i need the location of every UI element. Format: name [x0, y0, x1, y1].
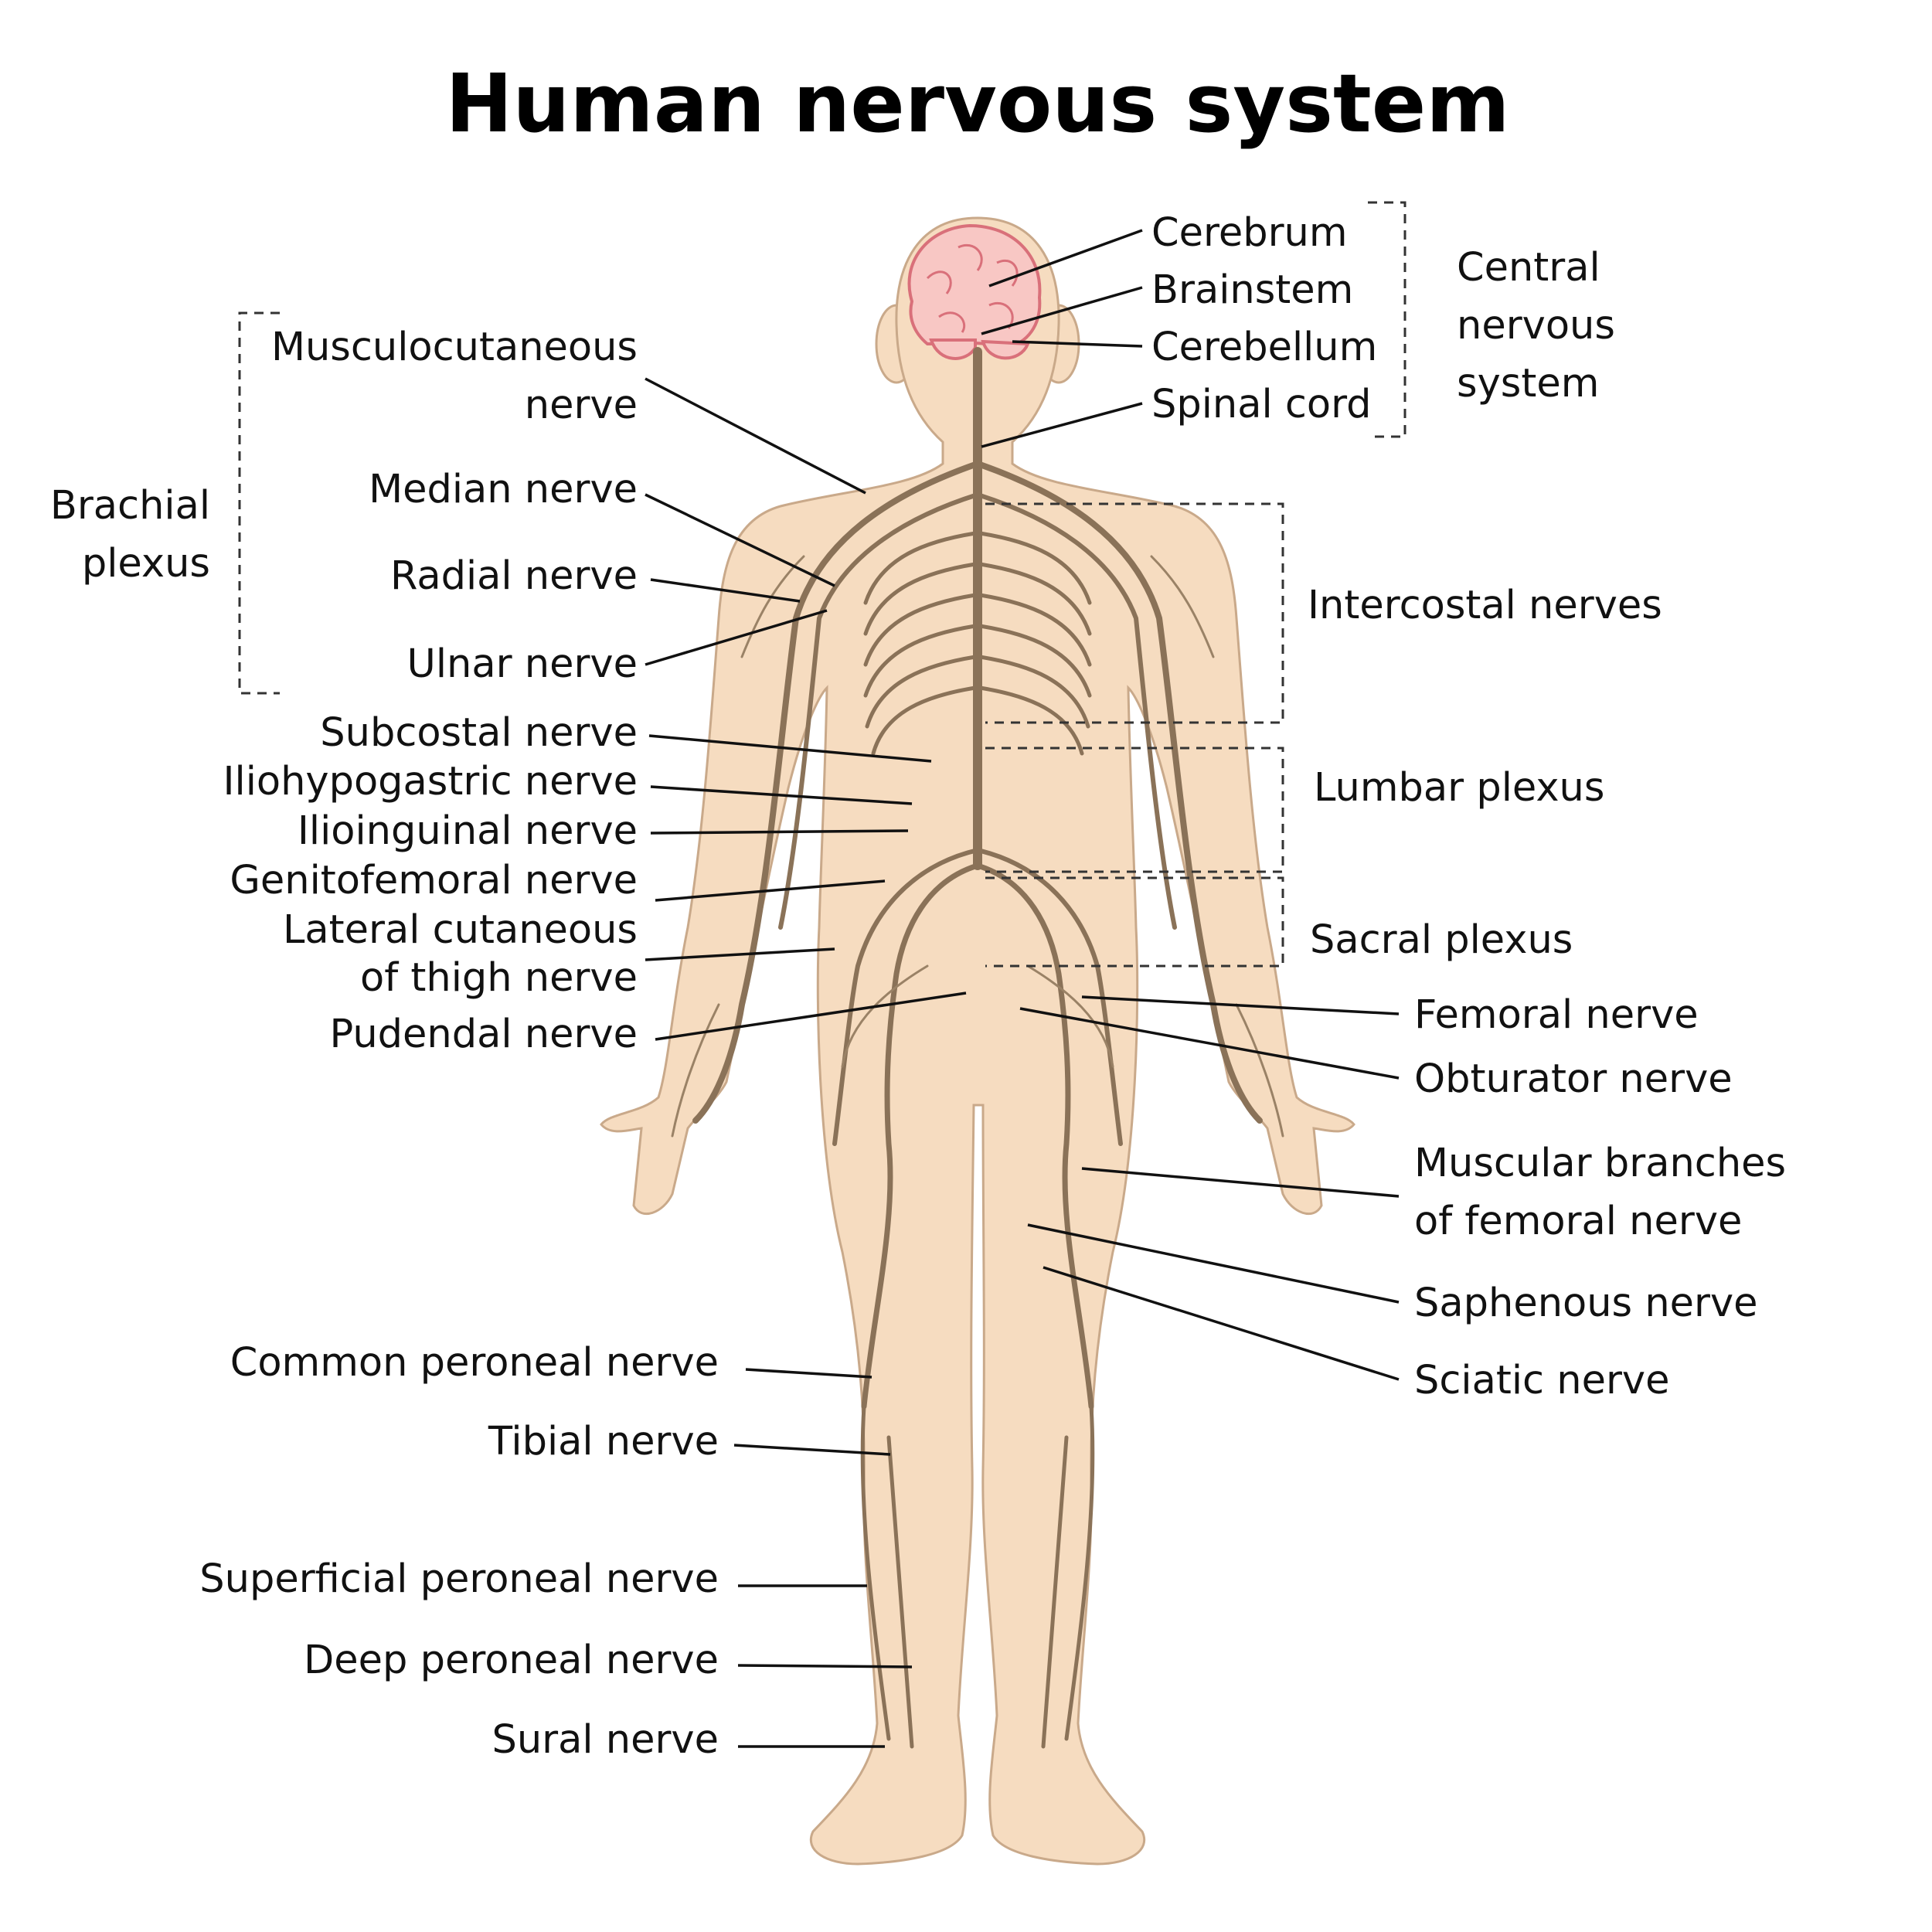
label-sural: Sural nerve — [492, 1717, 719, 1763]
label-lateral-cutaneous-line2: of thigh nerve — [360, 955, 638, 1001]
page-title: Human nervous system — [445, 56, 1509, 151]
leader-lines — [645, 229, 1400, 1748]
label-femoral: Femoral nerve — [1414, 992, 1699, 1038]
label-spinal-cord: Spinal cord — [1151, 382, 1372, 427]
lumbar-bracket — [985, 747, 1284, 873]
label-cerebellum: Cerebellum — [1151, 325, 1377, 370]
label-common-peroneal: Common peroneal nerve — [230, 1340, 719, 1386]
group-brachial-line2: plexus — [82, 541, 210, 587]
label-deep-peroneal: Deep peroneal nerve — [304, 1638, 719, 1683]
group-sacral: Sacral plexus — [1310, 917, 1573, 963]
label-brainstem: Brainstem — [1151, 267, 1353, 313]
label-musculocutaneous-line1: Musculocutaneous — [271, 325, 638, 370]
label-muscular-line1: Muscular branches — [1414, 1141, 1786, 1186]
label-radial: Radial nerve — [390, 553, 638, 599]
sciatic-shape — [861, 862, 1094, 1410]
label-saphenous: Saphenous nerve — [1414, 1281, 1758, 1326]
group-central-line3: system — [1457, 361, 1599, 406]
label-iliohypogastric: Iliohypogastric nerve — [223, 759, 638, 804]
right-labels: Cerebrum Brainstem Cerebellum Spinal cor… — [1151, 210, 1786, 1403]
label-cerebrum: Cerebrum — [1151, 210, 1348, 256]
body-silhouette — [600, 216, 1355, 1866]
group-brachial-line1: Brachial — [50, 483, 210, 529]
label-musculocutaneous-line2: nerve — [525, 383, 638, 428]
label-subcostal: Subcostal nerve — [320, 710, 638, 756]
label-superficial-peroneal: Superficial peroneal nerve — [199, 1556, 719, 1602]
label-ilioinguinal: Ilioinguinal nerve — [298, 808, 638, 854]
intercostal-arcs — [863, 531, 1092, 756]
brachial-bracket — [238, 311, 280, 695]
intercostal-bracket — [985, 502, 1284, 724]
left-labels: Brachial plexus Musculocutaneous nerve M… — [50, 325, 719, 1763]
label-pudendal: Pudendal nerve — [330, 1012, 638, 1057]
label-genitofemoral: Genitofemoral nerve — [230, 858, 638, 903]
brain — [907, 223, 1042, 360]
central-bracket — [1368, 201, 1406, 438]
body-illustration — [600, 216, 1355, 1866]
label-tibial: Tibial nerve — [488, 1419, 719, 1464]
label-obturator: Obturator nerve — [1414, 1056, 1733, 1102]
group-central-line2: nervous — [1457, 303, 1615, 349]
group-intercostal: Intercostal nerves — [1308, 583, 1662, 628]
label-lateral-cutaneous-line1: Lateral cutaneous — [283, 907, 638, 953]
label-ulnar: Ulnar nerve — [407, 641, 638, 687]
label-sciatic: Sciatic nerve — [1414, 1358, 1669, 1403]
label-median: Median nerve — [369, 467, 638, 512]
group-brackets — [238, 201, 1406, 968]
left-arm-nerve — [692, 461, 981, 1124]
group-central-line1: Central — [1457, 245, 1600, 291]
label-muscular-line2: of femoral nerve — [1414, 1199, 1742, 1244]
sacral-bracket — [985, 876, 1284, 968]
group-lumbar: Lumbar plexus — [1314, 765, 1604, 811]
